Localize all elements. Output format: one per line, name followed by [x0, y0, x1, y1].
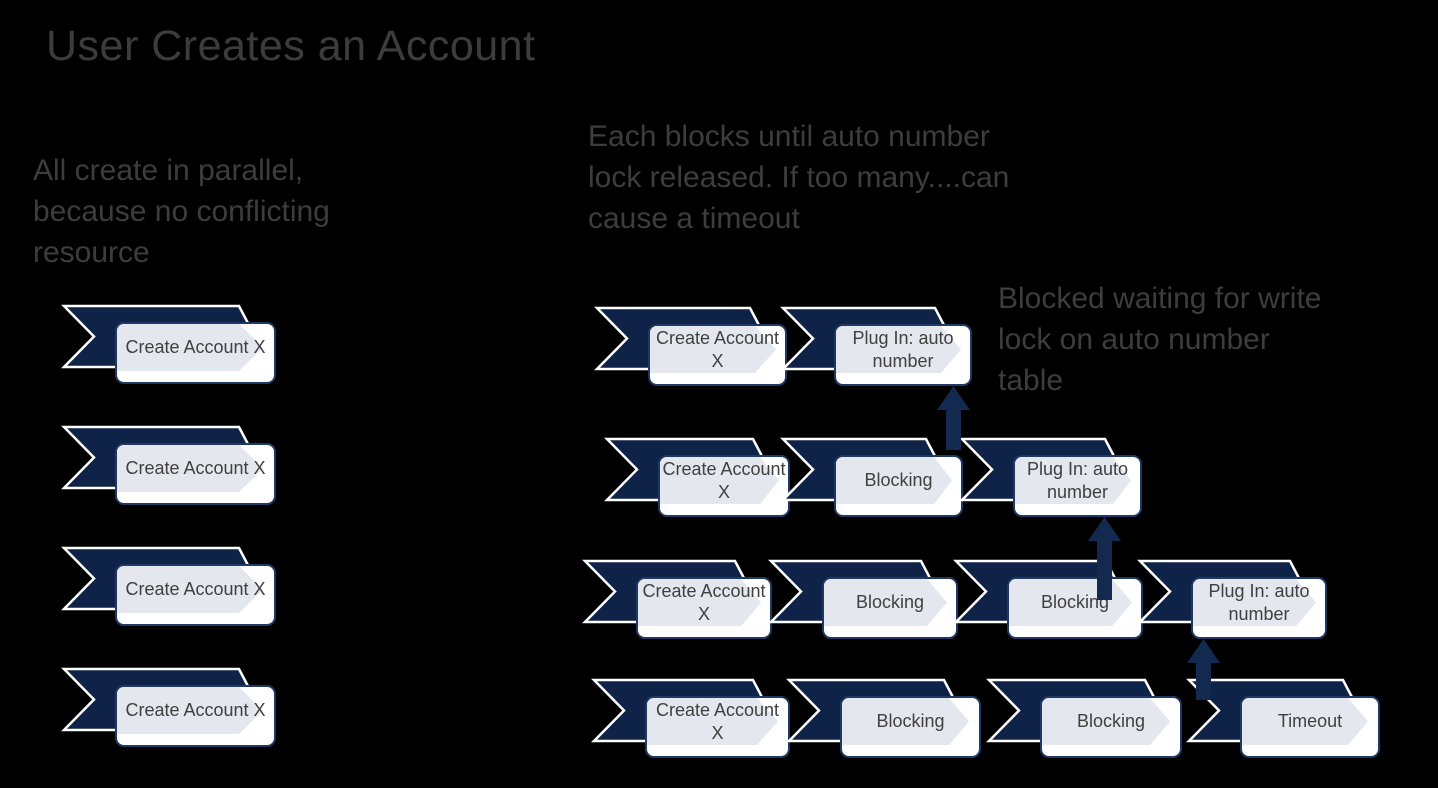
step-label: Create Account X — [125, 458, 266, 478]
step-box: Create Account X — [645, 696, 790, 758]
step-label: Plug In: auto number — [1208, 580, 1310, 624]
note-blocking: Each blocks until auto number lock relea… — [588, 120, 1010, 235]
step-label: Create Account X — [642, 580, 766, 624]
step-box: Blocking — [834, 455, 963, 517]
inner-chevron-shape — [1015, 457, 1131, 504]
step-label: Create Account X — [655, 327, 780, 371]
step-box: Blocking — [840, 696, 981, 758]
inner-chevron-shape — [117, 566, 263, 613]
step-box: Blocking — [822, 577, 958, 639]
inner-chevron-shape — [650, 326, 776, 373]
inner-chevron-shape — [638, 579, 761, 626]
step-label: Plug In: auto number — [852, 327, 954, 371]
inner-chevron-shape — [842, 698, 969, 745]
inner-chevron-shape — [117, 445, 263, 492]
step-label: Create Account X — [125, 700, 266, 720]
step-box: Blocking — [1007, 577, 1143, 639]
step-box: Plug In: auto number — [1013, 455, 1142, 517]
inner-chevron-shape — [824, 579, 947, 626]
step-label: Create Account X — [125, 579, 266, 599]
inner-chevron-shape — [117, 324, 263, 371]
note-write-lock: Blocked waiting for write lock on auto n… — [998, 282, 1322, 397]
slide-title: User Creates an Account — [46, 22, 536, 70]
step-label: Create Account X — [655, 699, 780, 743]
step-box: Create Account X — [115, 685, 276, 747]
up-arrow-icon — [1186, 639, 1220, 700]
step-label: Blocking — [855, 592, 925, 612]
step-box: Create Account X — [636, 577, 772, 639]
step-label: Timeout — [1277, 711, 1343, 731]
step-label: Plug In: auto number — [1026, 458, 1129, 502]
inner-chevron-shape — [836, 326, 961, 373]
up-arrow-icon — [1087, 517, 1121, 600]
inner-chevron-shape — [1242, 698, 1368, 745]
inner-chevron-shape — [117, 687, 263, 734]
step-box: Create Account X — [115, 564, 276, 626]
step-label: Blocking — [1040, 592, 1110, 612]
step-box: Plug In: auto number — [1191, 577, 1327, 639]
step-label: Blocking — [876, 711, 945, 731]
blocked-arrow-3 — [1186, 639, 1220, 705]
inner-chevron-shape — [1193, 579, 1316, 626]
step-box: Create Account X — [115, 443, 276, 505]
step-box: Plug In: auto number — [834, 324, 972, 386]
inner-chevron-shape — [660, 457, 779, 504]
inner-chevron-shape — [836, 457, 952, 504]
inner-chevron-shape — [1042, 698, 1170, 745]
step-label: Blocking — [1076, 711, 1146, 731]
step-label: Create Account X — [125, 337, 266, 357]
step-box: Create Account X — [658, 455, 790, 517]
up-arrow-icon — [936, 386, 970, 450]
blocked-arrow-2 — [1087, 517, 1121, 605]
step-label: Create Account X — [662, 458, 786, 502]
step-box: Timeout — [1240, 696, 1380, 758]
step-label: Blocking — [864, 470, 933, 490]
step-box: Create Account X — [648, 324, 787, 386]
blocked-arrow-1 — [936, 386, 970, 455]
note-parallel: All create in parallel, because no confl… — [33, 154, 330, 269]
step-box: Create Account X — [115, 322, 276, 384]
step-box: Blocking — [1040, 696, 1182, 758]
inner-chevron-shape — [647, 698, 778, 745]
